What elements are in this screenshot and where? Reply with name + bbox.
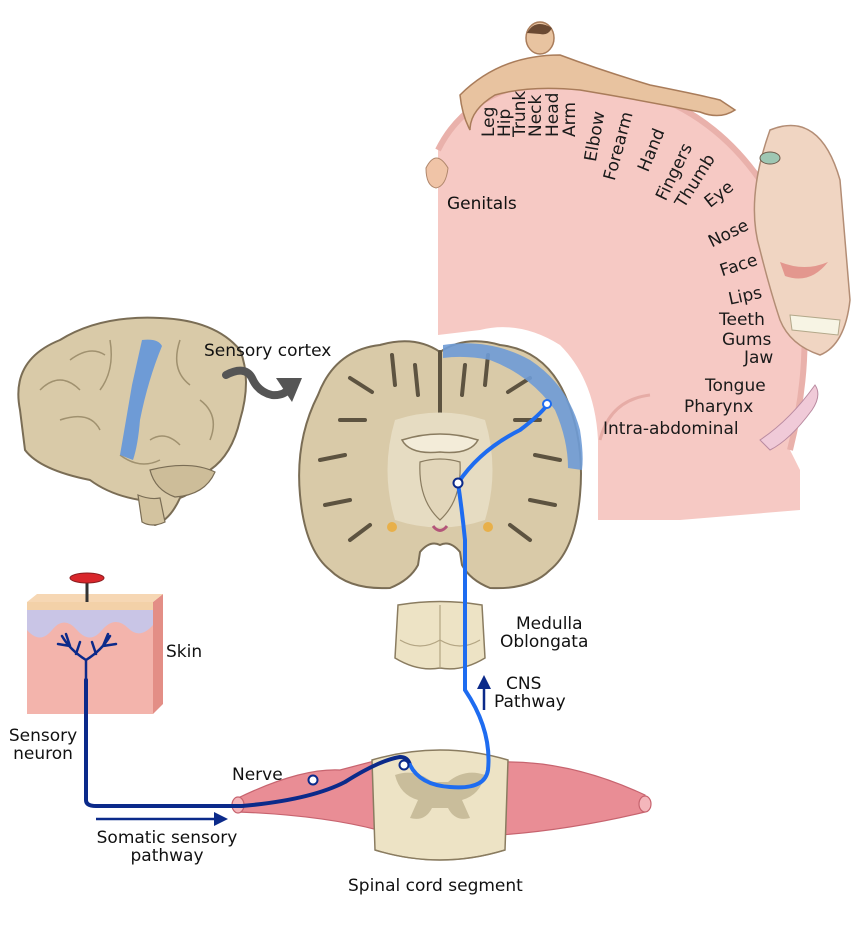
label-sensory-neuron-line2: neuron — [13, 743, 73, 764]
medulla-oblongata — [394, 600, 486, 670]
cns-arrow-head — [477, 675, 491, 689]
homunculus-label: Intra-abdominal — [603, 419, 739, 439]
side-view-brain — [17, 316, 247, 527]
label-genitals: Genitals — [447, 194, 517, 214]
nerve-right — [499, 761, 646, 836]
somatic-arrow-head — [214, 812, 228, 826]
nerve-right-end — [638, 795, 652, 813]
homunculus-cortex-strip — [438, 80, 805, 520]
homunculus-label: Jaw — [744, 348, 774, 368]
label-medulla-line2: Oblongata — [500, 631, 589, 652]
coronal-nucleus-right — [483, 522, 493, 532]
homunculus-label: Teeth — [719, 310, 765, 330]
label-skin: Skin — [166, 642, 203, 662]
coronal-thalamus — [419, 458, 461, 521]
brain-side-cerebellum — [149, 464, 216, 498]
stimulus-pin — [69, 572, 105, 584]
spinal-cord-gray-matter — [395, 772, 485, 819]
synapse-cortex — [542, 399, 552, 409]
homunculus-eye — [759, 151, 781, 165]
label-medulla-line1: Medulla — [516, 614, 583, 634]
curved-arrow — [222, 366, 294, 400]
label-cns-line1: CNS — [506, 674, 542, 694]
label-sensory-neuron-line1: Sensory — [8, 726, 78, 746]
medulla-lobes — [399, 639, 481, 647]
homunculus-genitals — [425, 157, 449, 189]
skin-epidermis — [27, 602, 153, 638]
label-cns-pathway: CNS Pathway — [494, 674, 566, 712]
homunculus-label: Pharynx — [684, 397, 754, 417]
synapse-thalamus — [452, 477, 464, 489]
homunculus-teeth — [789, 314, 841, 336]
coronal-ventricle — [400, 433, 480, 454]
brain-side-sensory-strip — [120, 339, 162, 460]
brain-side-gyri — [39, 339, 215, 465]
spinal-cord-segment — [231, 749, 652, 861]
homunculus-body-figure — [459, 54, 737, 131]
spinal-cord-outline-lower — [374, 849, 506, 861]
skin-nerve-endings — [56, 632, 118, 682]
homunculus-lower-outline — [598, 393, 651, 441]
label-spinal-cord-segment: Spinal cord segment — [348, 876, 523, 896]
synapse-spinal — [398, 759, 410, 771]
homunculus-hair — [527, 24, 552, 35]
coronal-sensory-cortex — [443, 343, 583, 470]
sensory-neuron-pathway — [84, 678, 412, 808]
homunculus-lips — [780, 262, 828, 279]
label-somatic-pathway: Somatic sensory pathway — [84, 828, 250, 866]
homunculus-pharynx — [759, 384, 819, 451]
label-nerve: Nerve — [232, 765, 283, 785]
sensory-homunculus — [425, 21, 851, 520]
coronal-sulci — [318, 350, 562, 542]
coronal-nucleus-left — [387, 522, 397, 532]
label-medulla-oblongata: Medulla Oblongata — [500, 614, 589, 652]
label-somatic-line2: pathway — [130, 845, 204, 866]
cns-pathway — [408, 402, 550, 790]
neural-pathways — [84, 399, 552, 808]
coronal-highlight — [431, 525, 449, 532]
homunculus-label: Tongue — [705, 376, 766, 396]
skin-block — [27, 572, 163, 714]
label-cns-line2: Pathway — [494, 691, 566, 712]
coronal-brain-section — [298, 340, 583, 590]
homunculus-face — [753, 124, 851, 356]
skin-block-top — [27, 594, 163, 602]
label-somatic-line1: Somatic sensory — [96, 828, 238, 848]
brain-side-brainstem — [137, 494, 166, 526]
synapse-nerve — [307, 774, 319, 786]
skin-epidermis-top — [27, 602, 153, 610]
skin-block-side — [153, 594, 163, 714]
homunculus-label: Arm — [560, 102, 580, 137]
label-sensory-neuron: Sensory neuron — [4, 726, 82, 764]
label-sensory-cortex: Sensory cortex — [204, 341, 332, 361]
homunculus-label: Gums — [722, 330, 772, 350]
curved-arrow-head — [276, 378, 302, 402]
